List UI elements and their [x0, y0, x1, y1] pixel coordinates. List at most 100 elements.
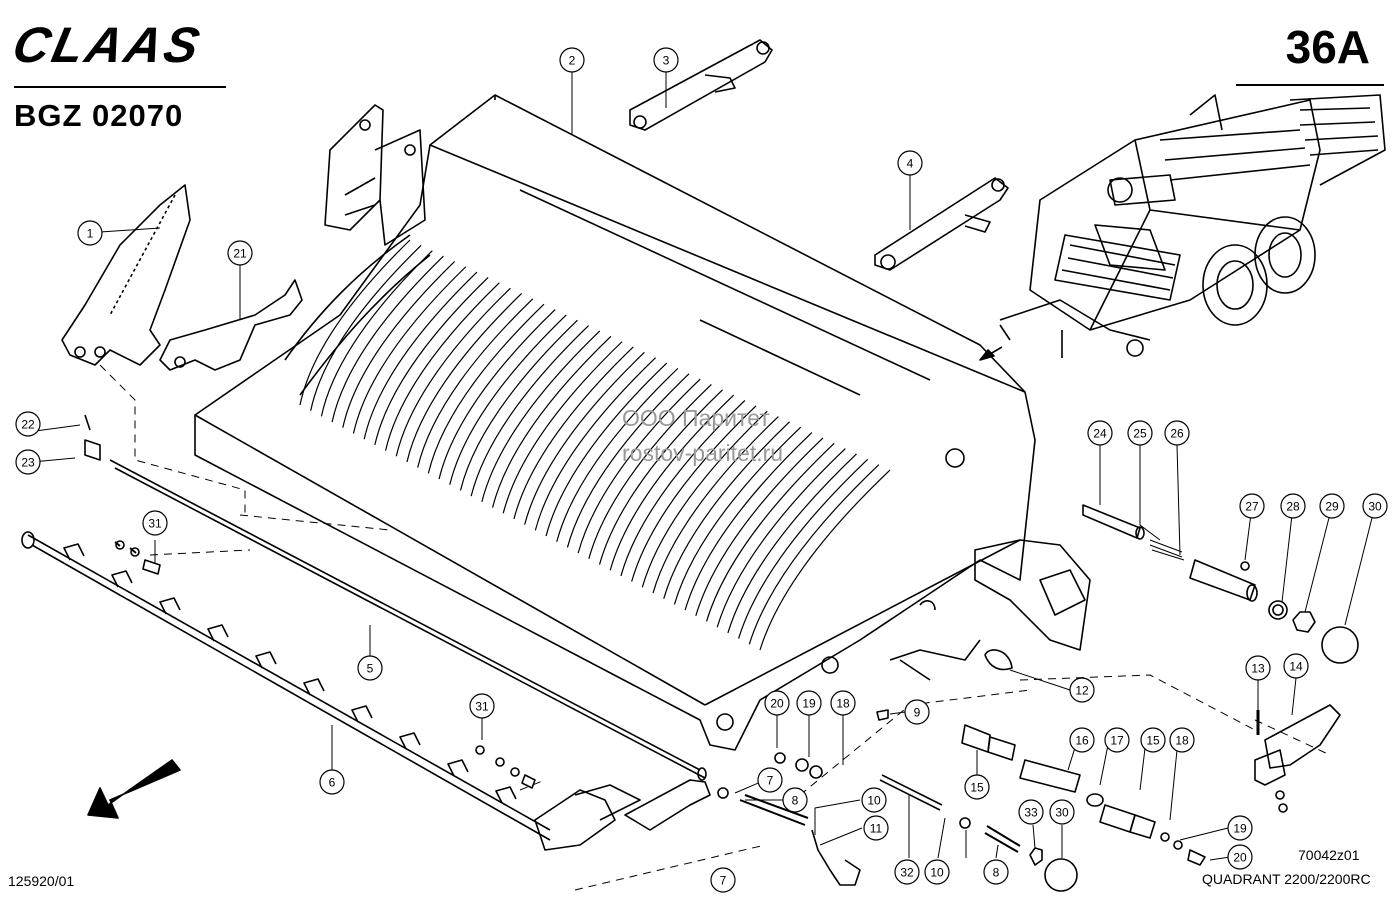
callout-31: 31	[142, 510, 168, 536]
callout-number: 10	[930, 866, 944, 880]
callout-14: 14	[1283, 653, 1309, 679]
callout-number: 16	[1075, 734, 1089, 748]
callout-32: 32	[894, 859, 920, 885]
callout-27: 27	[1239, 493, 1265, 519]
lower-small-parts	[114, 540, 1206, 892]
hook-parts-13-14	[1254, 704, 1341, 813]
callout-10: 10	[861, 787, 887, 813]
callout-number: 8	[993, 866, 1000, 880]
callout-number: 10	[867, 794, 881, 808]
callout-number: 11	[870, 822, 883, 836]
callout-13: 13	[1245, 655, 1271, 681]
side-plate-part-1	[61, 184, 191, 366]
bracket-part-21	[159, 279, 303, 371]
callout-number: 28	[1286, 500, 1300, 514]
callout-30: 30	[1362, 493, 1388, 519]
callout-15: 15	[964, 774, 990, 800]
callout-number: 12	[1075, 684, 1089, 698]
callout-19: 19	[1227, 815, 1253, 841]
callout-5: 5	[357, 655, 383, 681]
callout-number: 31	[148, 517, 162, 531]
callout-number: 14	[1289, 660, 1303, 674]
callout-number: 13	[1251, 662, 1265, 676]
callout-number: 7	[767, 774, 774, 788]
direction-arrow-large	[87, 759, 181, 819]
callout-20: 20	[1227, 844, 1253, 870]
watermark-site: rostov-paritet.ru	[622, 440, 784, 466]
watermark-company: ООО Паритет	[622, 405, 770, 431]
callout-number: 31	[475, 700, 489, 714]
callout-3: 3	[653, 47, 679, 73]
callout-1: 1	[77, 220, 103, 246]
callout-30: 30	[1049, 799, 1075, 825]
callout-15: 15	[1140, 727, 1166, 753]
callout-number: 33	[1024, 806, 1038, 820]
callout-7: 7	[757, 767, 783, 793]
callout-18: 18	[1169, 727, 1195, 753]
callout-number: 5	[367, 662, 374, 676]
shaft-part-5	[84, 414, 707, 781]
callout-24: 24	[1087, 420, 1113, 446]
page-number: 36A	[1285, 21, 1370, 73]
callout-33: 33	[1018, 799, 1044, 825]
callout-number: 2	[569, 54, 576, 68]
callout-29: 29	[1319, 493, 1345, 519]
group-code: BGZ 02070	[14, 98, 184, 133]
callout-31: 31	[469, 693, 495, 719]
callout-number: 1	[87, 227, 94, 241]
callout-26: 26	[1164, 420, 1190, 446]
callout-number: 19	[1233, 822, 1247, 836]
callout-number: 20	[770, 697, 784, 711]
callout-number: 6	[329, 776, 336, 790]
model-name: QUADRANT 2200/2200RC	[1202, 871, 1371, 887]
link-part-4	[874, 177, 1009, 271]
callout-28: 28	[1280, 493, 1306, 519]
callout-number: 22	[21, 418, 35, 432]
callout-10: 10	[924, 859, 950, 885]
callout-22: 22	[15, 411, 41, 437]
callout-number: 30	[1368, 500, 1382, 514]
callout-25: 25	[1127, 420, 1153, 446]
callout-2: 2	[559, 47, 585, 73]
guard-slots	[299, 239, 891, 651]
callout-number: 8	[792, 794, 799, 808]
callout-23: 23	[15, 449, 41, 475]
shaft-collars	[63, 543, 517, 804]
callout-number: 7	[720, 874, 727, 888]
callout-number: 25	[1133, 427, 1147, 441]
callout-12: 12	[1069, 677, 1095, 703]
link-part-3	[629, 39, 773, 131]
callout-number: 24	[1093, 427, 1107, 441]
callout-7: 7	[710, 867, 736, 893]
callout-number: 18	[1175, 734, 1189, 748]
callout-17: 17	[1104, 727, 1130, 753]
callout-18: 18	[830, 690, 856, 716]
callout-number: 30	[1055, 806, 1069, 820]
pickup-guard-part-2	[194, 94, 1036, 751]
header-rule-right	[1236, 84, 1384, 86]
callout-6: 6	[319, 769, 345, 795]
callout-number: 17	[1110, 734, 1124, 748]
callout-number: 15	[1146, 734, 1160, 748]
shaft-part-6	[21, 531, 711, 851]
callout-number: 20	[1233, 851, 1247, 865]
callout-20: 20	[764, 690, 790, 716]
pin-parts-24-30	[1082, 504, 1359, 664]
callout-number: 3	[663, 54, 670, 68]
callout-19: 19	[796, 690, 822, 716]
callout-9: 9	[904, 699, 930, 725]
callout-number: 4	[907, 157, 914, 171]
callout-number: 21	[233, 247, 247, 261]
callout-number: 15	[970, 781, 984, 795]
doc-reference: 125920/01	[8, 873, 75, 889]
callout-8: 8	[782, 787, 808, 813]
callout-number: 29	[1325, 500, 1339, 514]
callout-number: 32	[900, 866, 914, 880]
callout-number: 27	[1245, 500, 1259, 514]
figure-code: 70042z01	[1298, 847, 1360, 863]
callout-4: 4	[897, 150, 923, 176]
callout-21: 21	[227, 240, 253, 266]
